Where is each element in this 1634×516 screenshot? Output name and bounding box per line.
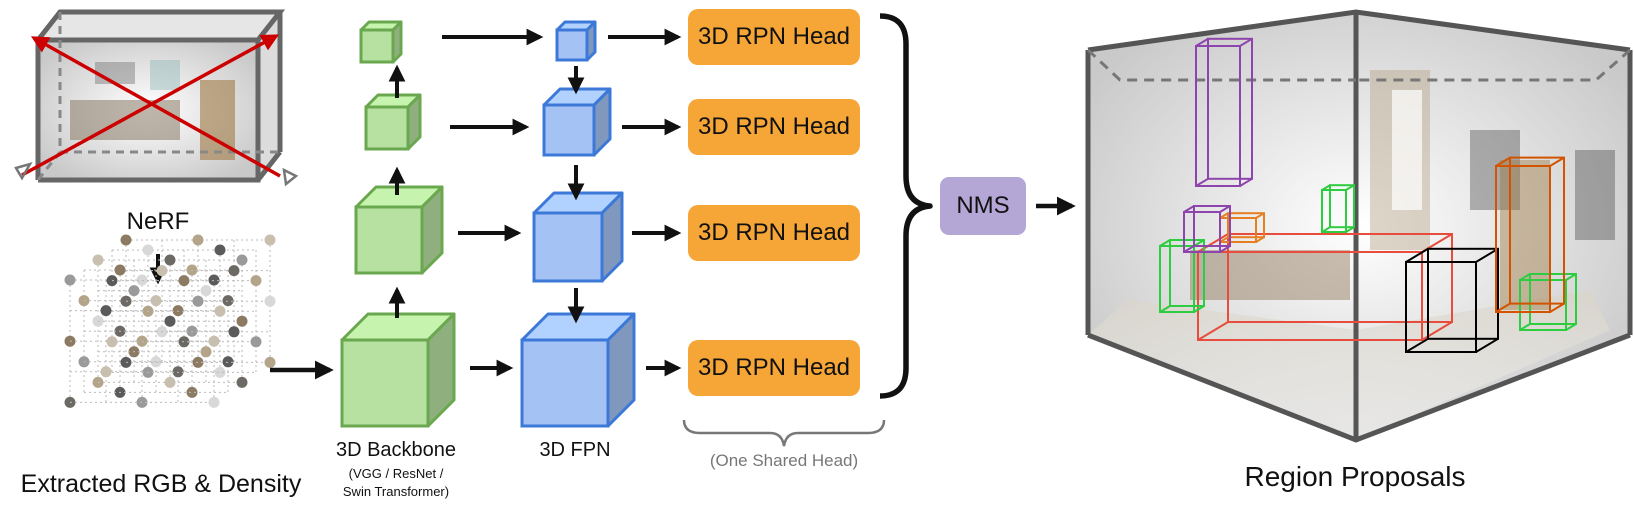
voxel-dot [164,254,176,266]
fpn-cube-3 [532,191,624,283]
voxel-dot [186,325,198,337]
voxel-dot [264,356,276,368]
region-proposals-room [1085,9,1633,443]
voxel-dot [128,285,140,297]
backbone-cube-3 [354,185,444,275]
voxel-dot [200,346,212,358]
shared-head-note: (One Shared Head) [709,451,859,470]
voxel-dot [222,295,234,307]
voxel-dot [200,285,212,297]
voxel-dot [192,234,204,246]
voxel-dot [192,295,204,307]
region-proposals-label: Region Proposals [1244,461,1466,492]
lateral-arrows [442,28,544,377]
camera-icon [14,161,299,187]
backbone-sublabel-2: Swin Transformer) [342,484,450,499]
voxel-dot [156,265,168,277]
fpn-label: 3D FPN [539,439,611,461]
voxel-dot [208,274,220,286]
backbone-cube-1 [359,20,403,64]
fpn-cube-4 [520,312,636,428]
voxel-dot [136,335,148,347]
voxel-dot [186,264,198,276]
voxel-dot [172,305,184,317]
fpn-cube-2 [542,87,612,157]
voxel-dot [92,254,104,266]
nms-box: NMS [940,177,1026,235]
voxel-dot [164,315,176,327]
voxel-dot [114,264,126,276]
voxel-dot [208,335,220,347]
voxel-dot [250,336,262,348]
voxel-dot [236,376,248,388]
voxel-dot [250,275,262,287]
proposal-box-5 [1519,273,1577,331]
voxel-dot [222,356,234,368]
proposal-box-9 [1183,205,1231,253]
extracted-rgb-density-label: Extracted RGB & Density [20,470,302,498]
backbone-label: 3D Backbone [335,439,457,461]
proposal-box-7 [1495,156,1565,313]
fpn-to-rpn-arrows [608,28,682,377]
backbone-cube-2 [364,93,422,151]
voxel-dot [142,244,154,256]
voxel-dot [214,244,226,256]
voxel-dot [136,274,148,286]
shared-head-brace [682,419,886,447]
red-cross-icon [21,34,281,178]
rpn-head-3: 3D RPN Head [688,205,860,261]
voxel-dot [228,326,240,338]
voxel-dot [264,295,276,307]
voxel-dot [264,234,276,246]
voxel-dot [236,254,248,266]
voxel-dot [186,386,198,398]
proposal-box-6 [1405,247,1499,353]
proposal-box-8 [1321,184,1355,233]
voxel-dot [120,234,132,246]
rpn-head-1: 3D RPN Head [688,9,860,65]
voxel-dot [64,274,76,286]
backbone-cube-4 [340,312,456,428]
voxel-dot [228,265,240,277]
backbone-sublabel-1: (VGG / ResNet / [348,466,444,481]
voxel-dot [100,305,112,317]
merge-brace [879,13,933,399]
nerf-label: NeRF [126,208,190,235]
voxel-dot [236,315,248,327]
proposal-box-1 [1195,37,1253,187]
proposal-boxes [1159,37,1577,353]
voxel-dot [214,305,226,317]
voxel-dot [178,275,190,287]
rpn-head-4: 3D RPN Head [688,340,860,396]
voxel-dot [150,295,162,307]
proposal-box-3 [1219,212,1265,243]
voxel-dot [172,366,184,378]
rpn-head-2: 3D RPN Head [688,99,860,155]
fpn-cube-1 [555,20,597,62]
voxel-dot [208,396,220,408]
density-grid [64,234,276,408]
voxel-dot [214,366,226,378]
